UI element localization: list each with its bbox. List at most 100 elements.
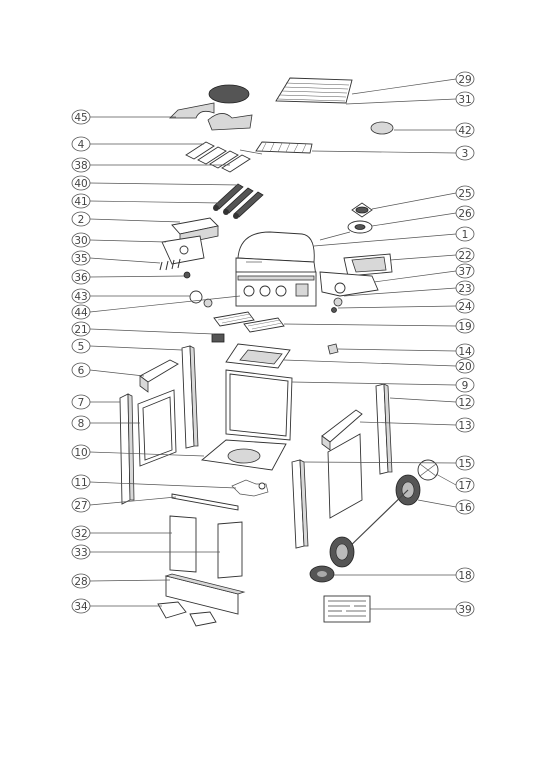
part-14-clip xyxy=(327,343,339,355)
callout-23: 23 xyxy=(343,280,475,297)
callout-27: 27 xyxy=(71,496,177,513)
part-43-igniter xyxy=(189,290,203,304)
label-15: 15 xyxy=(458,458,471,470)
callout-28: 28 xyxy=(71,573,171,589)
label-32: 32 xyxy=(74,528,87,540)
part-20-grease-tray xyxy=(225,343,291,369)
part-45-plate-left xyxy=(169,102,215,119)
label-23: 23 xyxy=(458,283,471,295)
label-3: 3 xyxy=(462,148,469,160)
callout-5: 5 xyxy=(71,338,183,354)
callout-12: 12 xyxy=(389,394,475,410)
label-44: 44 xyxy=(74,307,88,319)
part-4-38-flame-tamers xyxy=(185,141,263,173)
label-18: 18 xyxy=(458,570,471,582)
label-36: 36 xyxy=(74,272,88,284)
part-13-right-bracket xyxy=(321,409,363,451)
callout-9: 9 xyxy=(291,377,475,393)
label-9: 9 xyxy=(462,380,469,392)
label-11: 11 xyxy=(74,477,87,489)
callout-22: 22 xyxy=(389,247,475,263)
label-2: 2 xyxy=(78,214,85,226)
label-40: 40 xyxy=(74,178,87,190)
part-22-side-burner-box xyxy=(343,253,393,277)
callout-14: 14 xyxy=(337,343,475,359)
callout-4: 4 xyxy=(71,136,204,152)
label-21: 21 xyxy=(74,324,87,336)
callout-44: 44 xyxy=(71,295,241,320)
callout-21: 21 xyxy=(71,321,215,337)
callout-13: 13 xyxy=(359,417,475,433)
label-6: 6 xyxy=(78,365,85,377)
label-29: 29 xyxy=(458,74,471,86)
part-27-crossbar xyxy=(171,493,239,511)
callout-7: 7 xyxy=(71,394,120,410)
label-10: 10 xyxy=(74,447,87,459)
part-12-right-leg xyxy=(375,383,393,475)
part-7-left-leg xyxy=(119,393,135,505)
part-2-30-side-shelf xyxy=(161,217,219,265)
label-17: 17 xyxy=(458,480,471,492)
part-5-6-left-bracket xyxy=(139,359,179,393)
part-40-41-burners xyxy=(213,183,264,219)
label-41: 41 xyxy=(74,196,87,208)
label-24: 24 xyxy=(458,301,472,313)
callout-34: 34 xyxy=(71,598,162,614)
part-9-back-panel xyxy=(225,369,293,441)
part-19-21-panels xyxy=(211,311,285,343)
label-19: 19 xyxy=(458,321,471,333)
part-44-knob xyxy=(203,298,213,308)
part-16-wheels xyxy=(329,474,421,568)
label-22: 22 xyxy=(458,250,471,262)
label-33: 33 xyxy=(74,547,87,559)
part-1-grill-body xyxy=(235,231,317,307)
label-27: 27 xyxy=(74,500,87,512)
label-39: 39 xyxy=(458,604,471,616)
part-28-front-panel xyxy=(164,573,246,615)
part-11-bracket xyxy=(231,479,269,497)
callout-26: 26 xyxy=(371,205,475,227)
callout-38: 38 xyxy=(71,157,230,173)
label-28: 28 xyxy=(74,576,87,588)
callout-3: 3 xyxy=(311,145,475,161)
label-4: 4 xyxy=(78,139,85,151)
part-10-bottom-shelf xyxy=(200,439,287,471)
label-37: 37 xyxy=(458,266,471,278)
label-42: 42 xyxy=(458,125,471,137)
label-13: 13 xyxy=(458,420,471,432)
part-15-right-panel xyxy=(327,433,363,519)
part-3-warming-rack xyxy=(255,141,313,154)
callout-1: 1 xyxy=(313,226,475,247)
part-round-plate xyxy=(208,84,250,104)
callout-19: 19 xyxy=(283,318,475,334)
callout-37: 37 xyxy=(373,263,475,283)
part-17-hubcap xyxy=(417,459,439,481)
callout-16: 16 xyxy=(417,499,475,515)
part-36-nut xyxy=(183,271,191,279)
callout-45: 45 xyxy=(71,109,176,125)
callout-30: 30 xyxy=(71,232,167,248)
part-37-side-burner-housing xyxy=(319,271,379,313)
label-12: 12 xyxy=(458,397,471,409)
callout-15: 15 xyxy=(303,455,475,471)
callout-40: 40 xyxy=(71,175,241,191)
callout-42: 42 xyxy=(394,122,475,138)
label-34: 34 xyxy=(74,601,88,613)
callout-25: 25 xyxy=(371,185,475,210)
label-16: 16 xyxy=(458,502,472,514)
callouts: 29 31 42 3 25 26 1 xyxy=(71,71,475,617)
label-1: 1 xyxy=(462,229,469,241)
part-25-26-side-burner xyxy=(319,202,373,241)
part-42-cap xyxy=(370,121,394,135)
label-45: 45 xyxy=(74,112,87,124)
callout-29: 29 xyxy=(351,71,475,95)
callout-17: 17 xyxy=(435,473,475,493)
callout-20: 20 xyxy=(283,358,475,374)
part-45-plate-right xyxy=(207,113,253,131)
label-35: 35 xyxy=(74,253,87,265)
label-26: 26 xyxy=(458,208,472,220)
part-15-front-leg xyxy=(291,459,309,549)
callout-36: 36 xyxy=(71,269,185,285)
